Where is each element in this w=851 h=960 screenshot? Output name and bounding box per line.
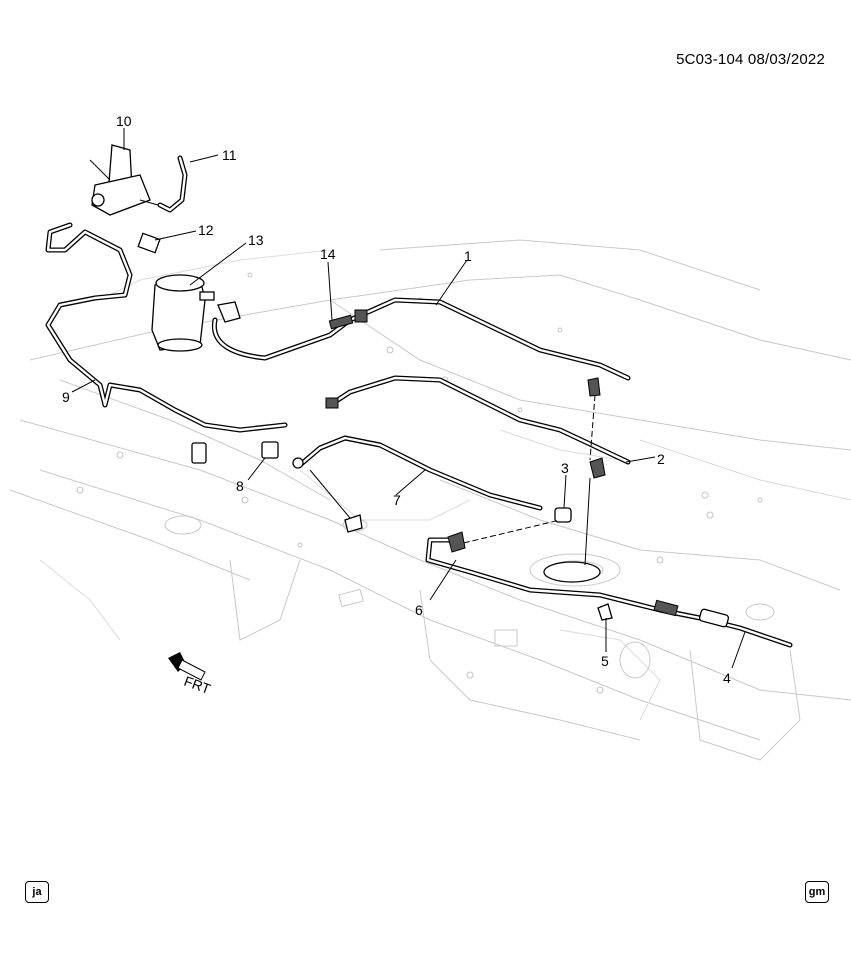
front-direction-label: FRT: [182, 673, 213, 697]
fuel-filter-bracket-10: [89, 144, 159, 216]
front-direction-arrow: FRT: [168, 652, 213, 697]
callout-7: 7: [393, 492, 401, 508]
vehicle-frame-outline: [9, 239, 851, 761]
fuel-tank-module: [454, 477, 601, 583]
quick-connector-3: [554, 377, 606, 523]
hose-clip-12: [137, 232, 161, 254]
ja-badge: ja: [25, 881, 49, 903]
callout-6: 6: [415, 602, 423, 618]
callout-10: 10: [116, 113, 132, 129]
gm-logo-badge: gm: [805, 881, 829, 903]
fuel-filter-13: [151, 274, 241, 352]
connector-14: [328, 309, 368, 330]
callout-3: 3: [561, 460, 569, 476]
callout-4: 4: [723, 670, 731, 686]
callout-8: 8: [236, 478, 244, 494]
callout-12: 12: [198, 222, 214, 238]
callout-11: 11: [222, 147, 237, 163]
diagram-reference-label: 5C03-104 08/03/2022: [676, 51, 825, 68]
fuel-lines: [45, 155, 793, 648]
callout-13: 13: [248, 232, 264, 248]
retainer-8: [191, 397, 339, 464]
connector-6-5-4: [447, 531, 730, 628]
callout-1: 1: [464, 248, 472, 264]
callout-9: 9: [62, 389, 70, 405]
callout-5: 5: [601, 653, 609, 669]
callout-2: 2: [657, 451, 665, 467]
callout-14: 14: [320, 246, 336, 262]
callout-leaders: [71, 128, 746, 669]
fitting-7: [292, 457, 363, 533]
callout-labels: 1 2 3 4 5 6 7 8 9 10 11 12 13 14: [62, 113, 731, 686]
